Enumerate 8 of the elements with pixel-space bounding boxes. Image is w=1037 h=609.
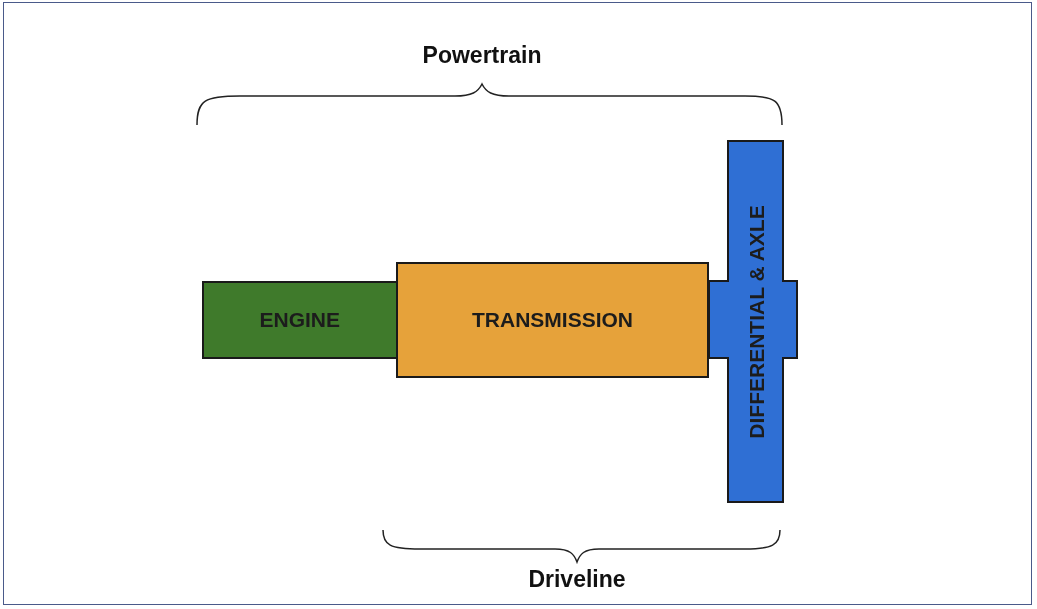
transmission-box [396, 262, 709, 378]
group-label: Driveline [528, 566, 626, 593]
engine-box [202, 281, 398, 359]
group-label: Powertrain [422, 42, 542, 69]
node-label: ENGINE [259, 308, 340, 332]
node-label: TRANSMISSION [472, 308, 633, 332]
differential-axle-shape [708, 140, 798, 503]
node-label: DIFFERENTIAL & AXLE [744, 204, 769, 439]
